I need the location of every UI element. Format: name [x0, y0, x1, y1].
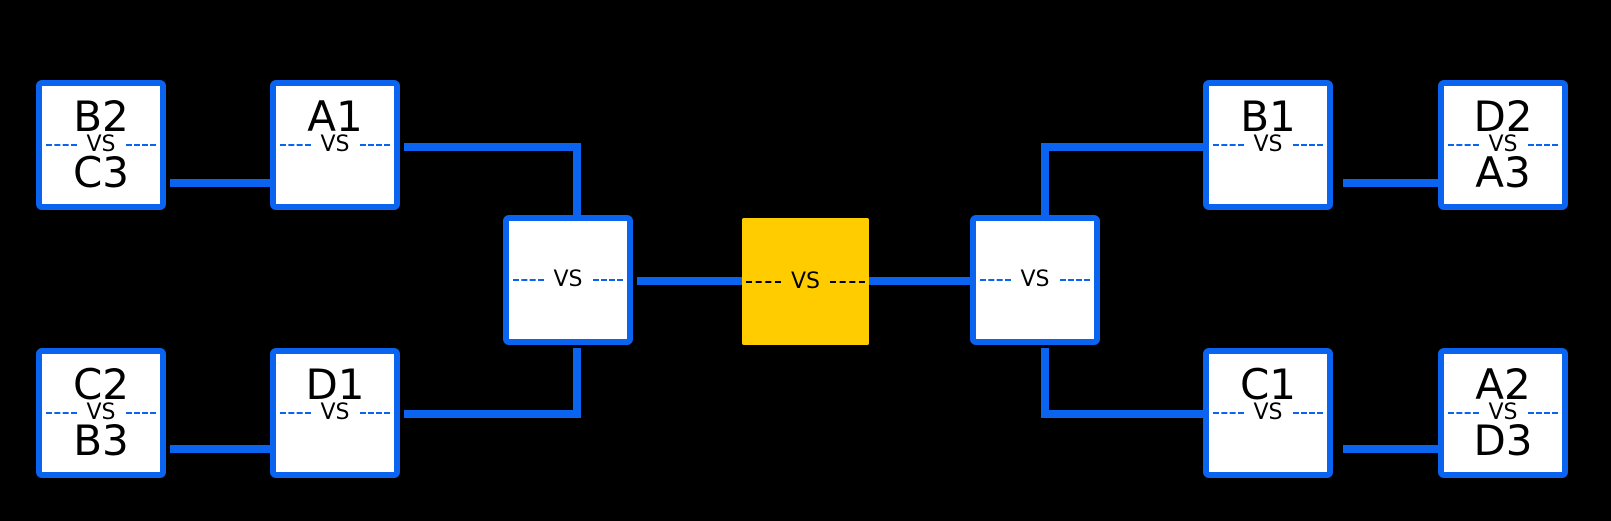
- team-bottom: D3: [1473, 416, 1533, 465]
- team-top: B2: [73, 92, 129, 141]
- match-right-r2-bottom: C1 VS: [1203, 348, 1333, 478]
- team-bottom: B3: [73, 416, 129, 465]
- match-left-semi: VS: [503, 215, 633, 345]
- connector-left-r2-bottom: [404, 348, 581, 418]
- vs-label: VS: [86, 132, 116, 157]
- vs-label: VS: [1488, 132, 1518, 157]
- match-left-r2-top: A1 VS: [270, 80, 400, 210]
- vs-label: VS: [1020, 267, 1050, 292]
- team-top: A2: [1475, 360, 1531, 409]
- match-right-semi: VS: [970, 215, 1100, 345]
- match-right-r2-top: B1 VS: [1203, 80, 1333, 210]
- vs-label: VS: [320, 132, 350, 157]
- connector-right-r2-bottom: [1041, 348, 1203, 418]
- connector-right-r2-top: [1041, 143, 1203, 215]
- vs-label: VS: [320, 400, 350, 425]
- vs-label: VS: [1253, 400, 1283, 425]
- team-top: D2: [1473, 92, 1533, 141]
- vs-label: VS: [791, 268, 821, 294]
- match-final: VS: [742, 218, 869, 345]
- vs-label: VS: [1488, 400, 1518, 425]
- vs-label: VS: [86, 400, 116, 425]
- team-bottom: A3: [1475, 148, 1531, 197]
- team-top: A1: [307, 92, 363, 141]
- team-top: B1: [1240, 92, 1296, 141]
- team-top: C2: [72, 360, 130, 409]
- match-left-r1-bottom: C2 VS B3: [36, 348, 166, 478]
- team-top: D1: [305, 360, 365, 409]
- team-top: C1: [1239, 360, 1297, 409]
- team-bottom: C3: [72, 148, 130, 197]
- match-left-r2-bottom: D1 VS: [270, 348, 400, 478]
- match-left-r1-top: B2 VS C3: [36, 80, 166, 210]
- connector-left-r2-top: [404, 143, 581, 215]
- vs-label: VS: [553, 267, 583, 292]
- match-right-r1-bottom: A2 VS D3: [1438, 348, 1568, 478]
- match-right-r1-top: D2 VS A3: [1438, 80, 1568, 210]
- vs-label: VS: [1253, 132, 1283, 157]
